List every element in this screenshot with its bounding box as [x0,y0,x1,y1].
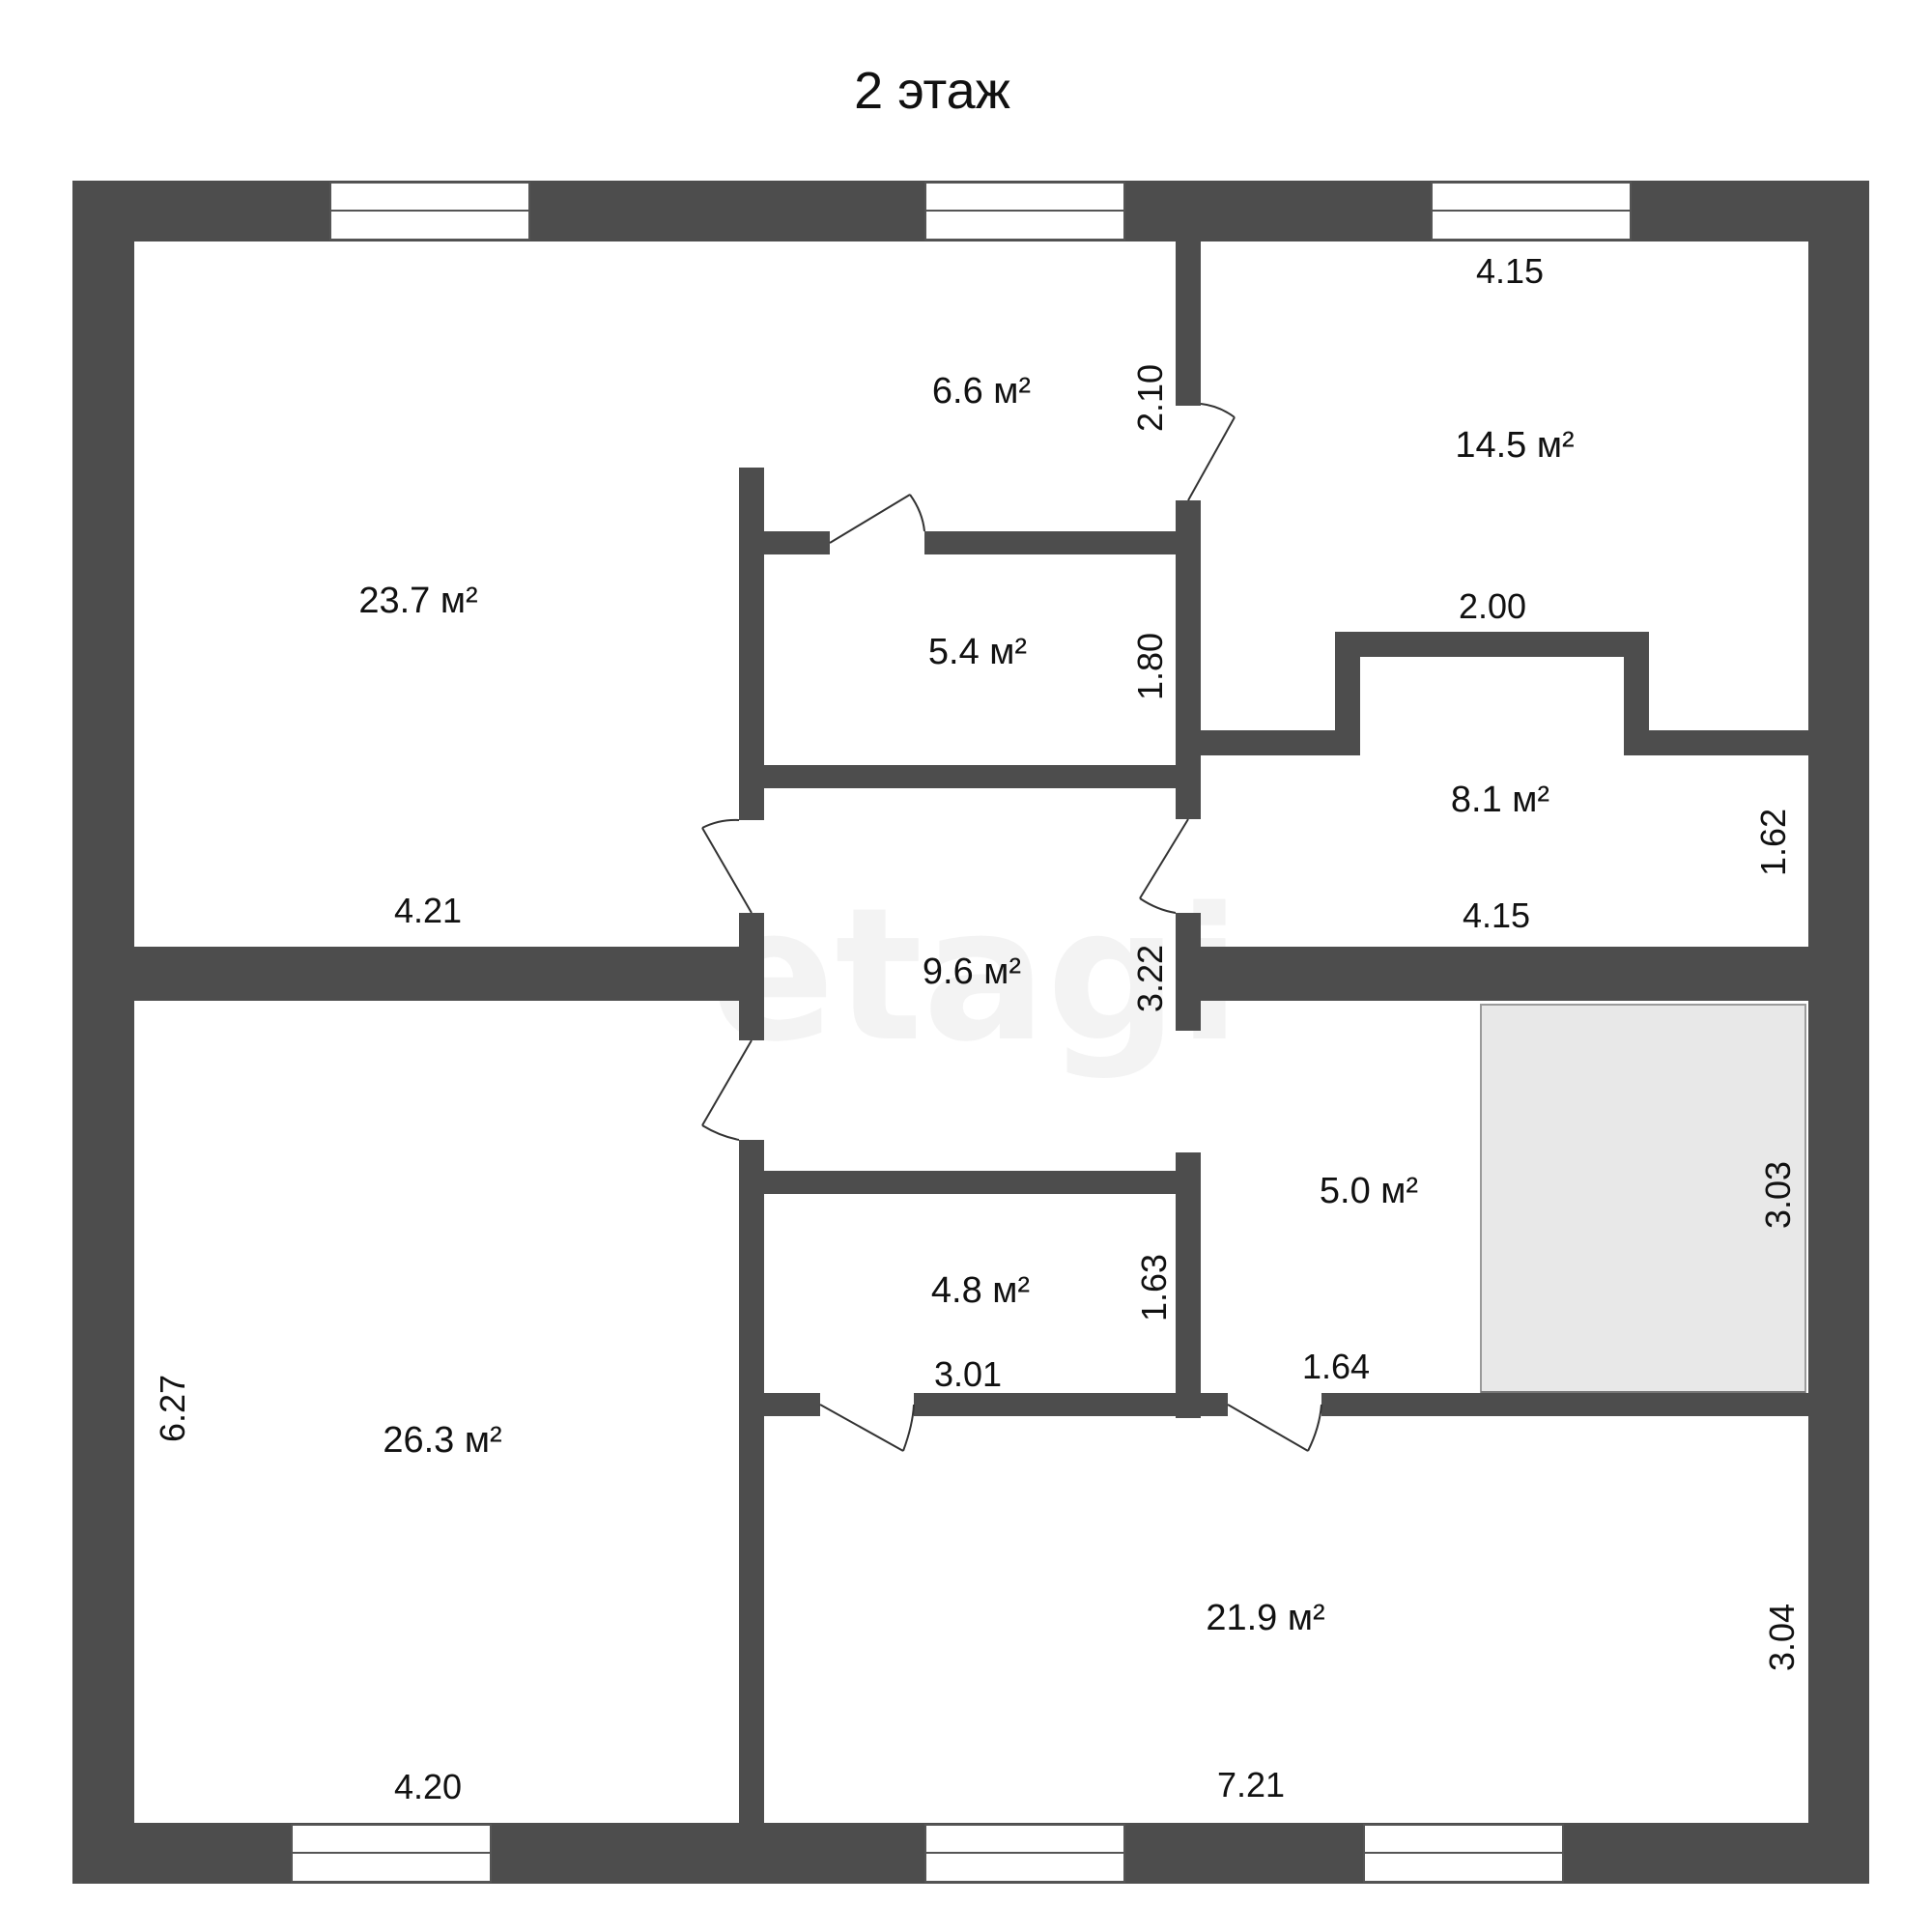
room-area-label: 14.5 м² [1455,425,1574,466]
dimension-label: 1.80 [1130,633,1170,700]
floor-title: 2 этаж [854,62,1010,120]
room-area-label: 5.4 м² [928,632,1027,672]
room-area-label: 21.9 м² [1206,1598,1324,1638]
door-81 [1139,818,1189,914]
door-237 [701,818,753,914]
wall-mid-upper [1176,500,1201,819]
door-66-145 [1187,403,1236,501]
dimension-label: 7.21 [1217,1765,1285,1804]
dimension-label: 1.63 [1134,1254,1174,1321]
room-area-label: 5.0 м² [1320,1171,1418,1211]
room-area-label: 4.8 м² [931,1270,1030,1311]
wall-mid-center [1176,913,1201,1031]
room-area-label: 6.6 м² [932,371,1031,412]
wall-outer-left [72,181,134,1884]
wall-corridor-left-1 [739,468,764,820]
wall-right-divider [1201,947,1808,1001]
dimension-label: 4.20 [394,1767,462,1806]
windows [291,182,1632,1883]
dimension-label: 1.64 [1302,1347,1370,1386]
room-area-label: 8.1 м² [1451,780,1549,820]
wall-81-top [1335,632,1649,657]
wall-54-top-right [924,531,1176,554]
dimension-label: 3.03 [1758,1161,1798,1229]
dimension-label: 3.22 [1130,945,1170,1012]
wall-50-bottom [1321,1393,1808,1416]
wall-48-bottom-right [914,1393,1228,1416]
dimension-label: 3.01 [934,1354,1002,1394]
wall-corridor-left-2 [739,913,764,1040]
dimension-label: 2.00 [1459,586,1526,626]
room-area-label: 9.6 м² [923,952,1021,992]
dimension-label: 2.10 [1130,364,1170,432]
door-219 [1227,1404,1322,1452]
wall-54-top-left [764,531,830,554]
wall-corridor-left-3 [739,1140,764,1823]
dimension-label: 4.15 [1463,895,1530,935]
dimension-label: 3.04 [1762,1604,1802,1671]
doors [701,403,1322,1452]
wall-mid-lower [1176,1152,1201,1418]
wall-left-divider [134,947,753,1001]
room-area-label: 26.3 м² [383,1420,501,1461]
dimension-label: 4.15 [1476,251,1544,291]
wall-54-bottom [764,765,1176,788]
wall-48-top [764,1171,1176,1194]
watermark: etagi [710,868,1240,1082]
dimension-label: 4.21 [394,891,462,930]
door-54 [829,494,925,544]
wall-outer-right [1808,181,1869,1884]
dimension-label: 1.62 [1753,809,1793,876]
wall-81-left [1201,730,1360,755]
door-48 [819,1404,915,1452]
dimension-label: 6.27 [153,1375,192,1442]
wall-mid-top [1176,242,1201,406]
door-263 [701,1039,753,1141]
wall-81-right [1624,730,1808,755]
fixture-area [1480,1004,1806,1398]
wall-48-bottom-left [764,1393,820,1416]
room-area-label: 23.7 м² [358,581,477,621]
